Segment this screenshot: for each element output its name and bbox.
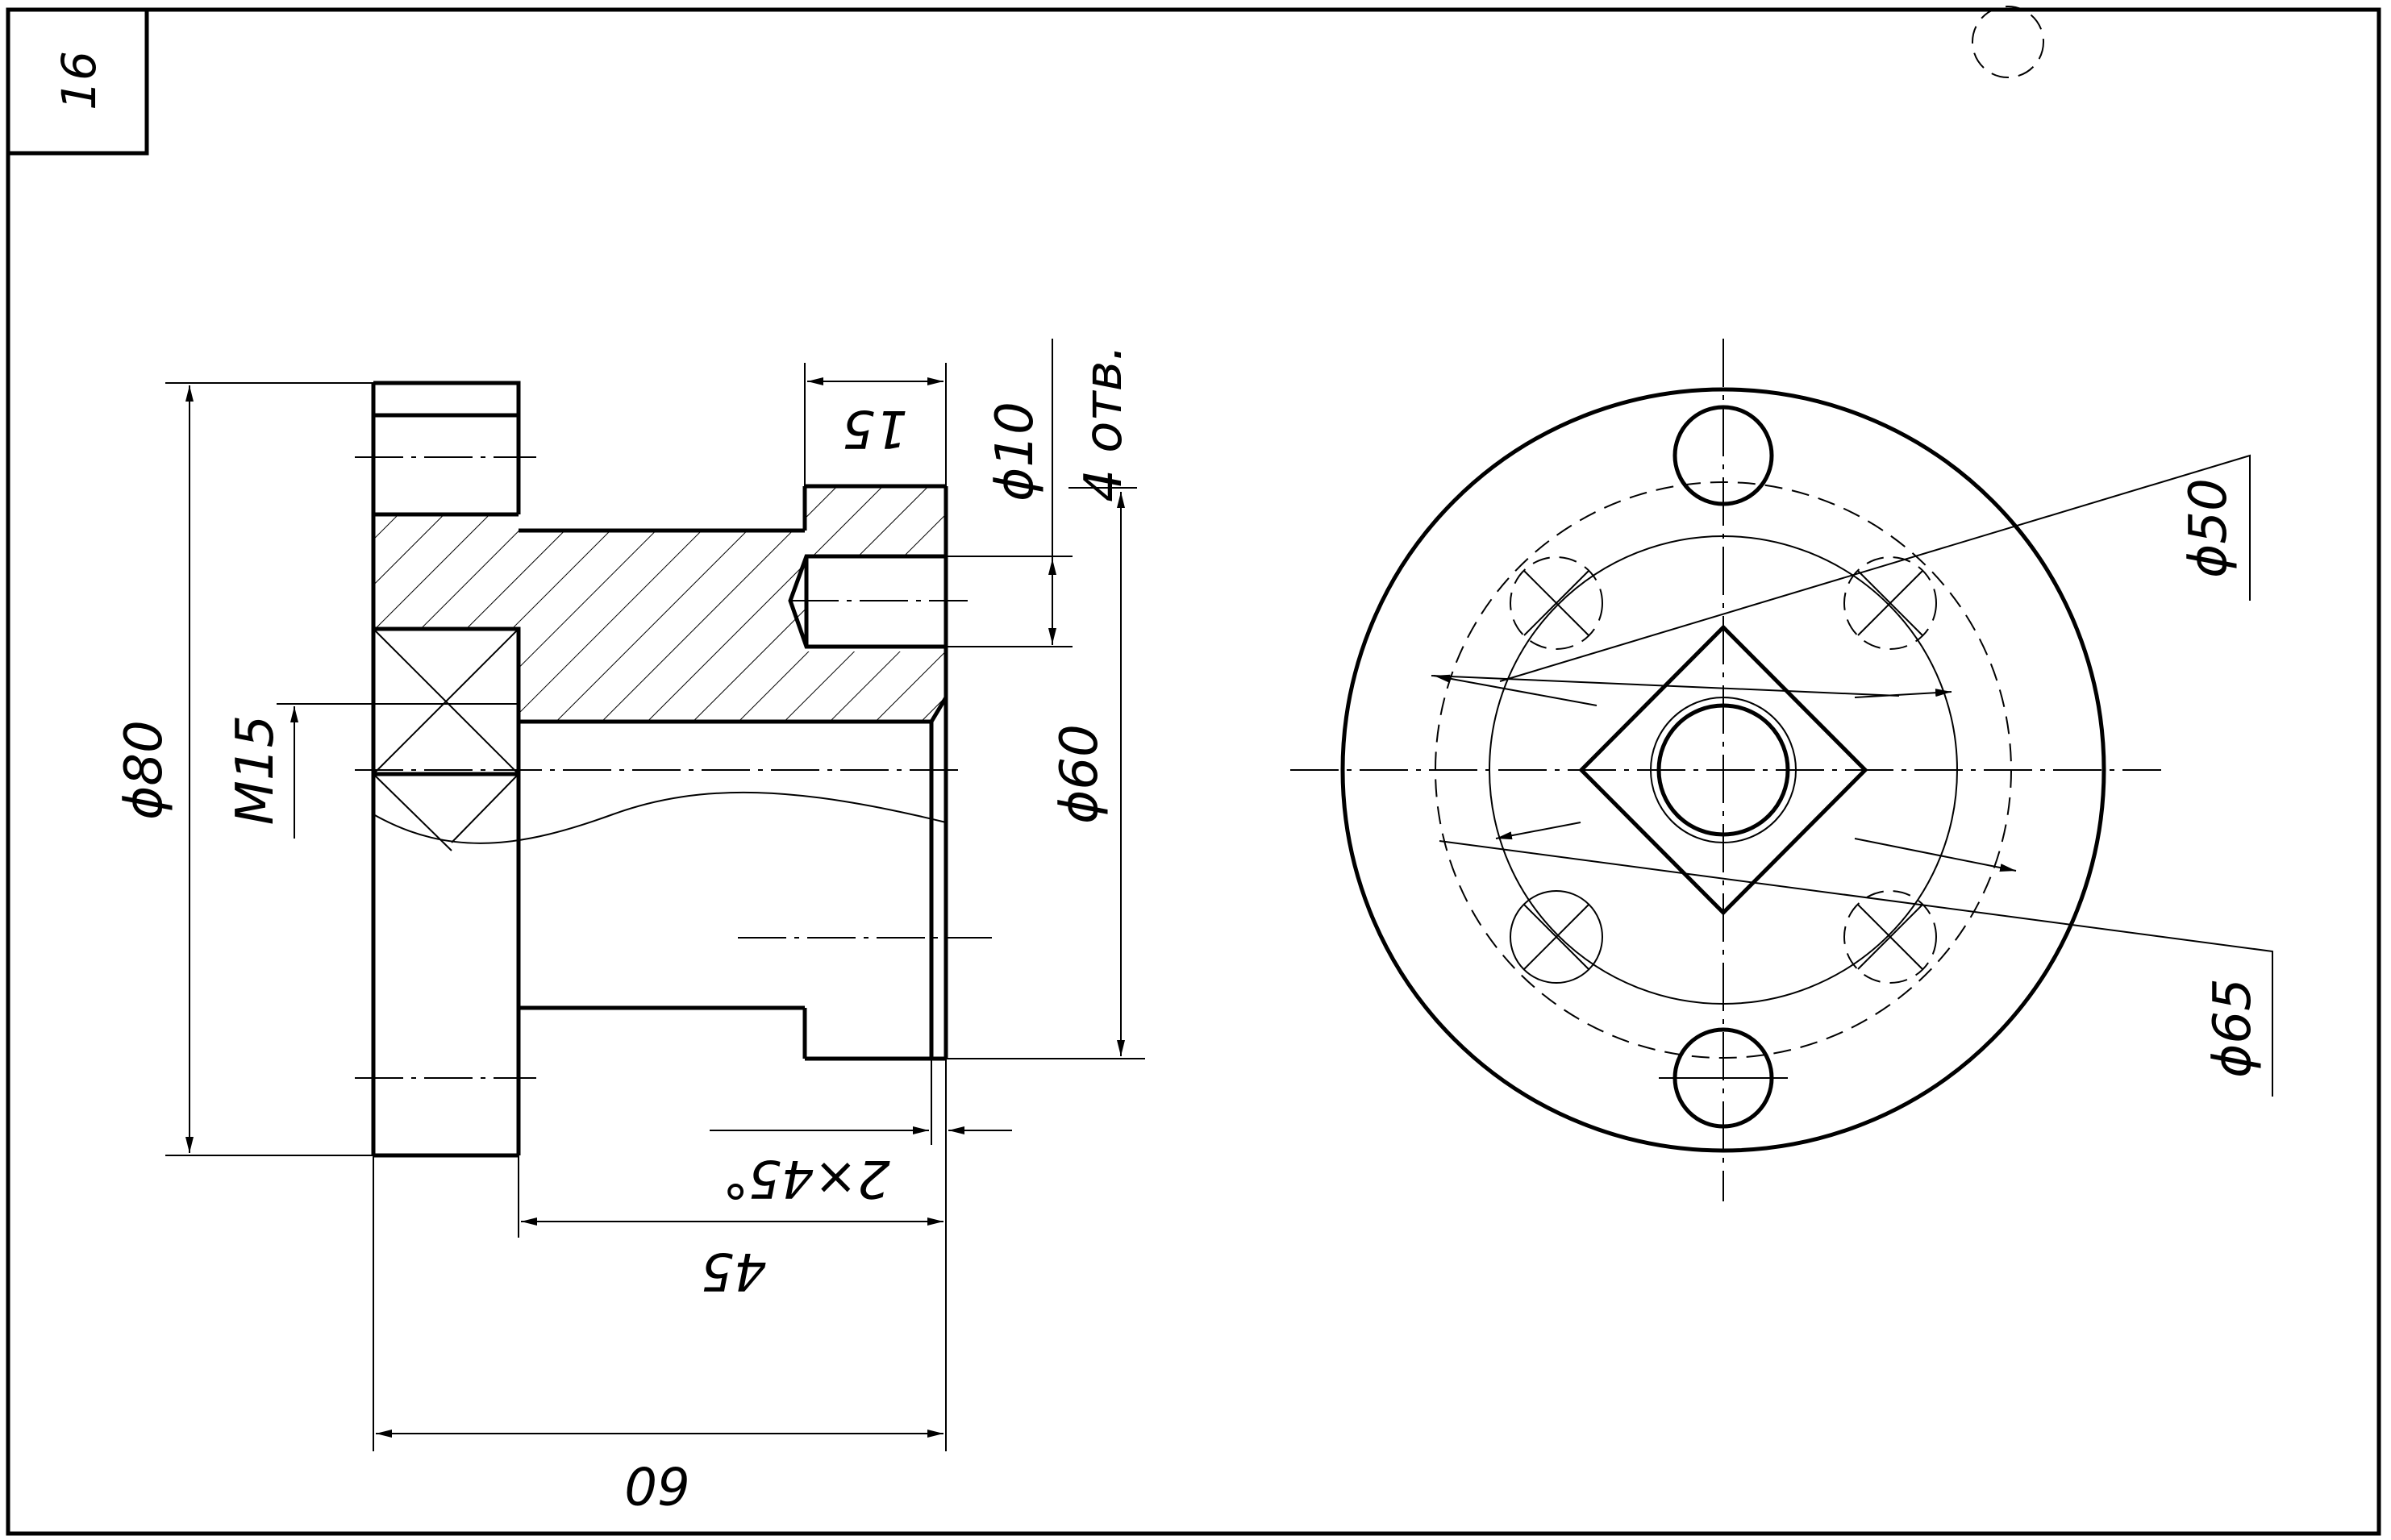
hidden-holes <box>1510 556 1937 984</box>
dim-len15: 15 <box>842 398 907 458</box>
dim-chamfer: 2×45° <box>723 1148 890 1208</box>
section-dimensions: ϕ80 M15 15 ϕ10 4 отв. ϕ60 2×45° 45 <box>115 339 1145 1514</box>
dim-len45: 45 <box>701 1241 766 1301</box>
section-view <box>355 381 992 1158</box>
dim-len60: 60 <box>624 1455 689 1514</box>
sheet-number: 16 <box>52 51 106 110</box>
dim-d50: ϕ50 <box>2179 478 2239 578</box>
sheet-number-box <box>6 7 149 156</box>
outer-flange-circle <box>1340 387 2106 1153</box>
dim-d65: ϕ65 <box>2203 978 2263 1078</box>
dim-d80: ϕ80 <box>115 720 174 820</box>
dim-holes: 4 отв. <box>1074 344 1134 502</box>
sheet-frame <box>6 7 2381 1536</box>
dim-d60: ϕ60 <box>1050 724 1110 824</box>
dim-m15: M15 <box>226 715 285 826</box>
corner-dashed-circle <box>1972 6 2044 78</box>
dim-d10: ϕ10 <box>985 402 1045 502</box>
end-view: ϕ50 ϕ65 <box>1290 339 2273 1201</box>
hatched-collar <box>805 486 946 556</box>
